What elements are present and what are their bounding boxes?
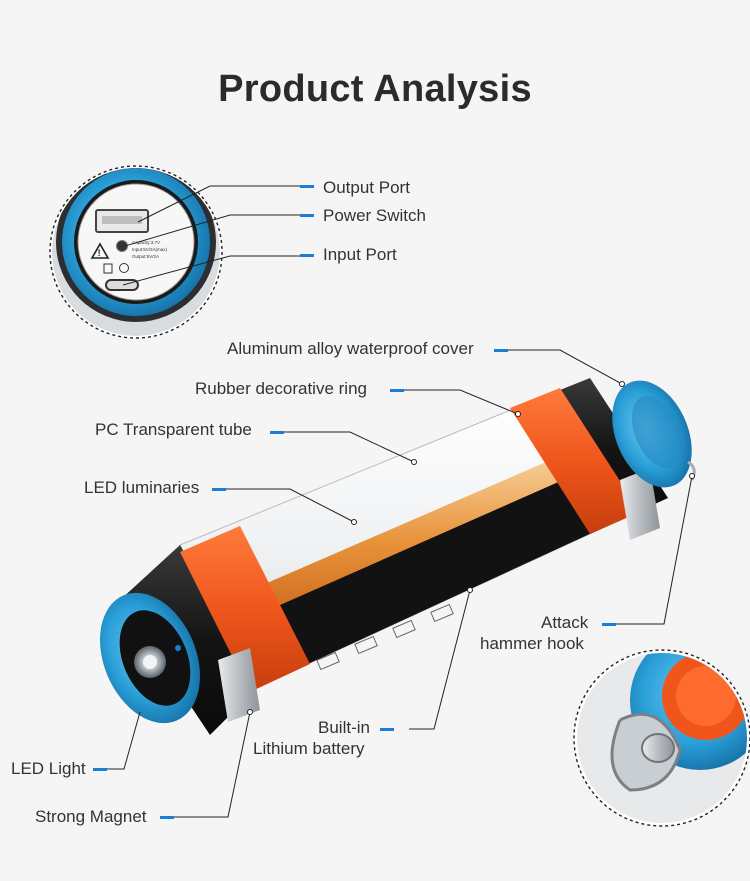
- label-battery-line2: Lithium battery: [253, 739, 365, 758]
- port-spec-text: Input:5V/2A(max): [132, 247, 168, 252]
- mode-icon: [354, 635, 378, 655]
- certification-icon: [119, 263, 129, 273]
- right-magnet: [620, 468, 660, 540]
- recycle-bin-icon: [103, 263, 113, 274]
- port-closeup: ! Capacity:3.7V Input:5V/2A(max) Output:…: [49, 165, 223, 339]
- page-title: Product Analysis: [218, 68, 532, 110]
- label-led-luminaries: LED luminaries: [84, 478, 200, 497]
- body-leader-lines: [93, 349, 693, 818]
- left-magnet: [218, 648, 260, 722]
- label-aluminum-cover: Aluminum alloy waterproof cover: [227, 339, 474, 358]
- label-attack-hook-line2: hammer hook: [480, 634, 584, 653]
- mode-icon: [316, 651, 340, 671]
- label-rubber-ring: Rubber decorative ring: [195, 379, 367, 398]
- label-battery-line1: Built-in: [318, 718, 370, 737]
- label-input-port: Input Port: [323, 245, 397, 264]
- label-output-port: Output Port: [323, 178, 410, 197]
- port-spec-text: Capacity:3.7V: [132, 240, 160, 245]
- hook-closeup: [573, 649, 750, 827]
- label-strong-magnet: Strong Magnet: [35, 807, 147, 826]
- port-spec-text: Output:5V/2A: [132, 254, 159, 259]
- power-switch-button: [116, 240, 128, 252]
- flashlight-body: [100, 378, 696, 735]
- label-power-switch: Power Switch: [323, 206, 426, 225]
- power-indicator: [175, 645, 181, 651]
- svg-text:!: !: [98, 248, 101, 258]
- mode-icon: [430, 603, 454, 623]
- warning-icon: [90, 242, 110, 259]
- label-attack-hook-line1: Attack: [541, 613, 589, 632]
- mode-icon: [392, 619, 416, 639]
- label-led-light: LED Light: [11, 759, 86, 778]
- micro-usb-input-port: [105, 279, 139, 291]
- label-pc-tube: PC Transparent tube: [95, 420, 252, 439]
- port-leader-lines: [122, 185, 300, 286]
